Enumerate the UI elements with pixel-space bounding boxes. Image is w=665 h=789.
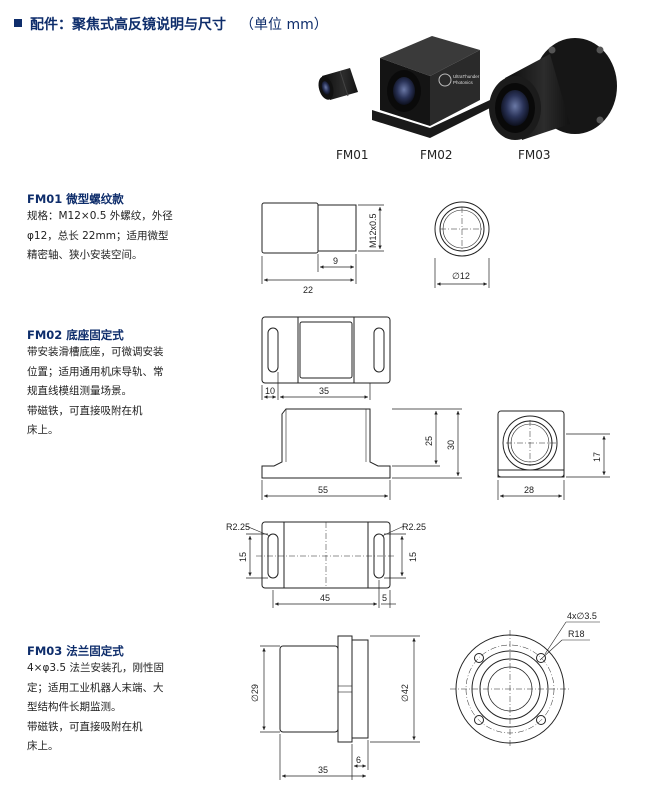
fm01-title: FM01 微型螺纹款 bbox=[27, 192, 124, 206]
fm01-desc-line: φ12，总长 22mm；适用微型 bbox=[27, 229, 169, 242]
fm03-front-view bbox=[450, 621, 600, 748]
dim-fm02-side-25: 25 bbox=[424, 436, 434, 446]
product-label-fm03: FM03 bbox=[518, 148, 551, 162]
fm03-desc-line: 型结构件长期监测。 bbox=[27, 701, 122, 713]
dim-fm03-holes: 4x∅3.5 bbox=[567, 611, 597, 621]
header-square-icon bbox=[14, 19, 22, 27]
fm03-photo bbox=[489, 38, 617, 140]
product-photos: UltraThunder Photonics bbox=[318, 36, 617, 140]
fm02-bottom-view bbox=[245, 521, 406, 608]
dim-fm02-radius-right: R2.25 bbox=[402, 522, 426, 532]
fm02-brand-line2: Photonics bbox=[453, 80, 474, 85]
dim-fm02-top-35: 35 bbox=[319, 386, 329, 396]
fm02-title: FM02 底座固定式 bbox=[27, 328, 124, 342]
fm02-desc-line: 床上。 bbox=[27, 424, 59, 436]
fm02-side-view bbox=[261, 408, 462, 500]
dim-fm01-diameter: ∅12 bbox=[452, 271, 470, 281]
fm01-end-view bbox=[434, 201, 490, 288]
fm02-desc-line: 规直线模组测量场景。 bbox=[27, 385, 132, 397]
fm02-desc-line: 带磁铁，可直接吸附在机 bbox=[27, 404, 143, 417]
fm02-description: 带安装滑槽底座，可微调安装 位置；适用通用机床导轨、常 规直线模组测量场景。 带… bbox=[27, 343, 207, 441]
fm02-desc-line: 位置；适用通用机床导轨、常 bbox=[27, 365, 164, 378]
dim-fm03-length35: 35 bbox=[318, 765, 328, 775]
dim-fm02-bottom-5: 5 bbox=[382, 593, 387, 603]
fm02-photo: UltraThunder Photonics bbox=[372, 36, 490, 138]
fm02-brand-line1: UltraThunder bbox=[453, 74, 480, 79]
dim-fm02-side-55: 55 bbox=[318, 485, 328, 495]
dim-fm03-dia29: ∅29 bbox=[250, 684, 260, 702]
fm02-top-view bbox=[261, 316, 391, 400]
page-title: 配件：聚焦式高反镜说明与尺寸 bbox=[30, 17, 226, 33]
dim-fm02-side-30: 30 bbox=[446, 440, 456, 450]
dim-fm02-top-10: 10 bbox=[265, 386, 275, 396]
fm01-side-view bbox=[261, 202, 384, 284]
fm01-photo bbox=[318, 68, 358, 100]
fm03-desc-line: 4×φ3.5 法兰安装孔，刚性固 bbox=[27, 662, 164, 674]
dim-fm02-bottom-15b: 15 bbox=[408, 552, 418, 562]
product-label-fm02: FM02 bbox=[420, 148, 453, 162]
fm01-desc-line: 精密轴、狭小安装空间。 bbox=[27, 249, 143, 261]
fm01-description: 规格：M12×0.5 外螺纹，外径 φ12，总长 22mm；适用微型 精密轴、狭… bbox=[27, 207, 207, 266]
fm03-title: FM03 法兰固定式 bbox=[27, 644, 124, 658]
fm02-end-view bbox=[497, 410, 610, 500]
fm03-desc-line: 定；适用工业机器人末端、大 bbox=[27, 681, 164, 694]
dim-fm03-radius18: R18 bbox=[568, 629, 585, 639]
product-label-fm01: FM01 bbox=[336, 148, 369, 162]
fm03-description: 4×φ3.5 法兰安装孔，刚性固 定；适用工业机器人末端、大 型结构件长期监测。… bbox=[27, 659, 207, 757]
fm03-desc-line: 床上。 bbox=[27, 740, 59, 752]
fm02-desc-line: 带安装滑槽底座，可微调安装 bbox=[27, 346, 164, 358]
dim-fm03-length6: 6 bbox=[356, 755, 361, 765]
dim-fm01-thread: M12x0.5 bbox=[368, 213, 378, 248]
dim-fm02-bottom-45: 45 bbox=[320, 593, 330, 603]
unit-note: （单位 mm） bbox=[240, 17, 328, 33]
fm03-side-view bbox=[260, 635, 420, 780]
dim-fm03-dia42: ∅42 bbox=[400, 684, 410, 702]
dim-fm01-thread-length: 9 bbox=[333, 256, 338, 266]
dim-fm02-end-28: 28 bbox=[524, 485, 534, 495]
fm03-desc-line: 带磁铁，可直接吸附在机 bbox=[27, 720, 143, 733]
dim-fm01-length-total: 22 bbox=[303, 285, 313, 295]
dim-fm02-end-17: 17 bbox=[592, 452, 602, 462]
dim-fm02-bottom-15a: 15 bbox=[238, 552, 248, 562]
dim-fm02-radius-left: R2.25 bbox=[226, 522, 250, 532]
page-header: 配件：聚焦式高反镜说明与尺寸 （单位 mm） bbox=[14, 14, 328, 34]
fm01-desc-line: 规格：M12×0.5 外螺纹，外径 bbox=[27, 210, 173, 222]
